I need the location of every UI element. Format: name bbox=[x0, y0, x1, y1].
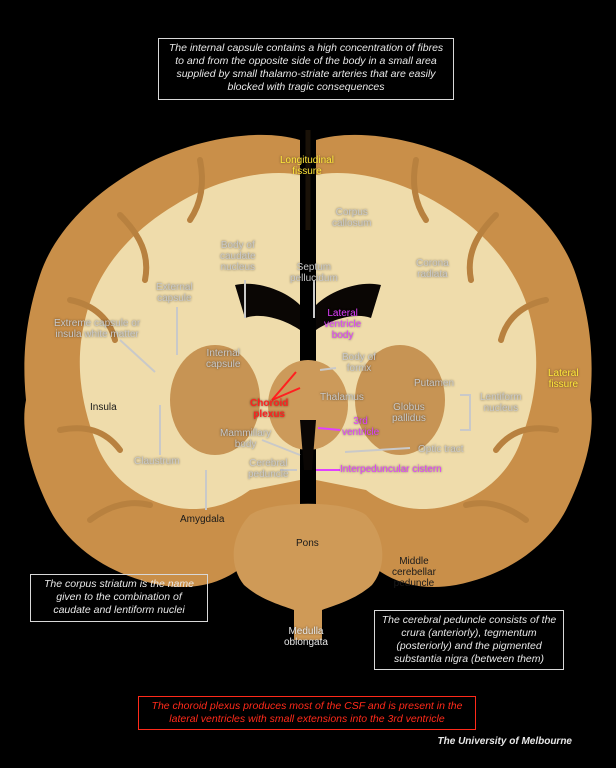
internal-capsule-note: The internal capsule contains a high con… bbox=[158, 38, 454, 100]
choroid-plexus-pointers bbox=[271, 371, 301, 401]
label-body-of-fornix: Body of fornix bbox=[342, 352, 376, 374]
label-third-ventricle: 3rd ventricle bbox=[342, 416, 380, 438]
label-lateral-ventricle-body: Lateral ventricle body bbox=[324, 308, 362, 341]
third-ventricle-shape bbox=[300, 420, 316, 470]
label-corpus-callosum: Corpus callosum bbox=[332, 207, 372, 229]
label-middle-cerebellar-peduncle: Middle cerebellar peduncle bbox=[392, 556, 436, 589]
label-external-capsule: External capsule bbox=[156, 282, 193, 304]
label-interpeduncular-cistern: Interpeduncular cistern bbox=[340, 464, 442, 475]
label-cerebral-peduncle: Cerebral peduncle bbox=[248, 458, 289, 480]
label-mammillary-body: Mammillary body bbox=[220, 428, 272, 450]
brainstem bbox=[233, 503, 383, 640]
label-lentiform-nucleus: Lentiform nucleus bbox=[480, 392, 522, 414]
sulci bbox=[57, 157, 559, 523]
label-extreme-capsule: Extreme capsule or insula white matter bbox=[54, 318, 141, 340]
label-claustrum: Claustrum bbox=[134, 456, 180, 467]
label-globus-pallidus: Globus pallidus bbox=[392, 402, 426, 424]
choroid-plexus-note: The choroid plexus produces most of the … bbox=[138, 696, 476, 730]
label-medulla-oblongata: Medulla oblongata bbox=[284, 626, 328, 648]
label-thalamus: Thalamus bbox=[320, 392, 364, 403]
label-lateral-fissure: Lateral fissure bbox=[548, 368, 579, 390]
pointer-lines bbox=[119, 280, 471, 510]
label-pons: Pons bbox=[296, 538, 319, 549]
label-body-of-caudate: Body of caudate nucleus bbox=[220, 240, 256, 273]
corpus-striatum-note: The corpus striatum is the name given to… bbox=[30, 574, 208, 622]
university-credit: The University of Melbourne bbox=[437, 736, 572, 747]
label-putamen: Putamen bbox=[414, 378, 455, 389]
label-optic-tract: Optic tract bbox=[418, 444, 464, 455]
label-corona-radiata: Corona radiata bbox=[416, 258, 449, 280]
left-lateral-ventricle bbox=[235, 283, 300, 330]
label-longitudinal-fissure: Longitudinal fissure bbox=[280, 155, 334, 177]
label-choroid-plexus: Choroid plexus bbox=[250, 398, 289, 420]
label-septum-pellucidum: Septum pellucidum bbox=[290, 262, 338, 284]
cerebral-peduncle-note: The cerebral peduncle consists of the cr… bbox=[374, 610, 564, 670]
left-basal-ganglia bbox=[170, 345, 260, 455]
label-amygdala: Amygdala bbox=[180, 514, 225, 525]
label-insula: Insula bbox=[90, 402, 117, 413]
right-lateral-ventricle bbox=[316, 283, 381, 330]
magenta-pointers bbox=[316, 427, 341, 471]
label-internal-capsule: Internal capsule bbox=[206, 348, 241, 370]
right-basal-ganglia bbox=[355, 345, 445, 455]
